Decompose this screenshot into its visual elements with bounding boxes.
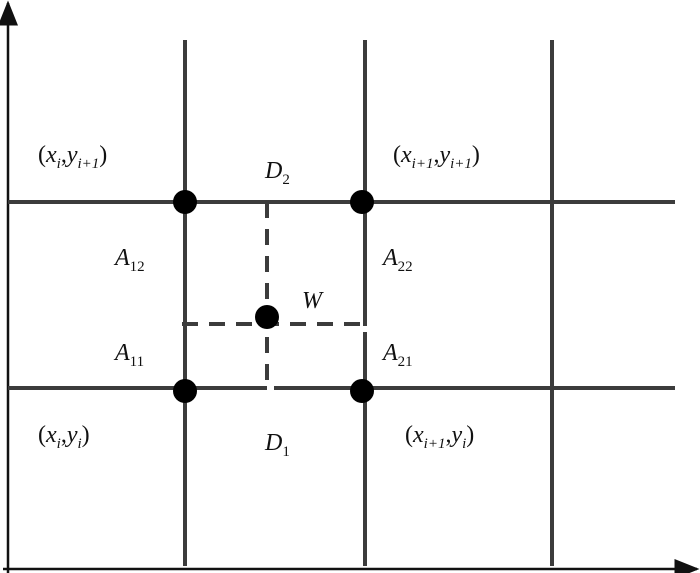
label-a21: A21 [381,340,413,370]
label-d2: D2 [264,158,290,188]
label-top-right: (xi+1,yi+1) [393,142,480,172]
grid-point-bottom-left [173,379,197,403]
label-a22: A22 [381,245,413,275]
grid-point-bottom-right [350,379,374,403]
label-bottom-left: (xi,yi) [38,422,90,452]
label-a12: A12 [113,245,145,275]
label-a11: A11 [113,340,144,370]
grid-point-top-right [350,190,374,214]
point-w [255,305,279,329]
grid-point-top-left [173,190,197,214]
label-top-left: (xi,yi+1) [38,142,107,172]
label-d1: D1 [264,430,290,460]
label-w: W [302,288,324,314]
label-bottom-right: (xi+1,yi) [405,422,474,452]
